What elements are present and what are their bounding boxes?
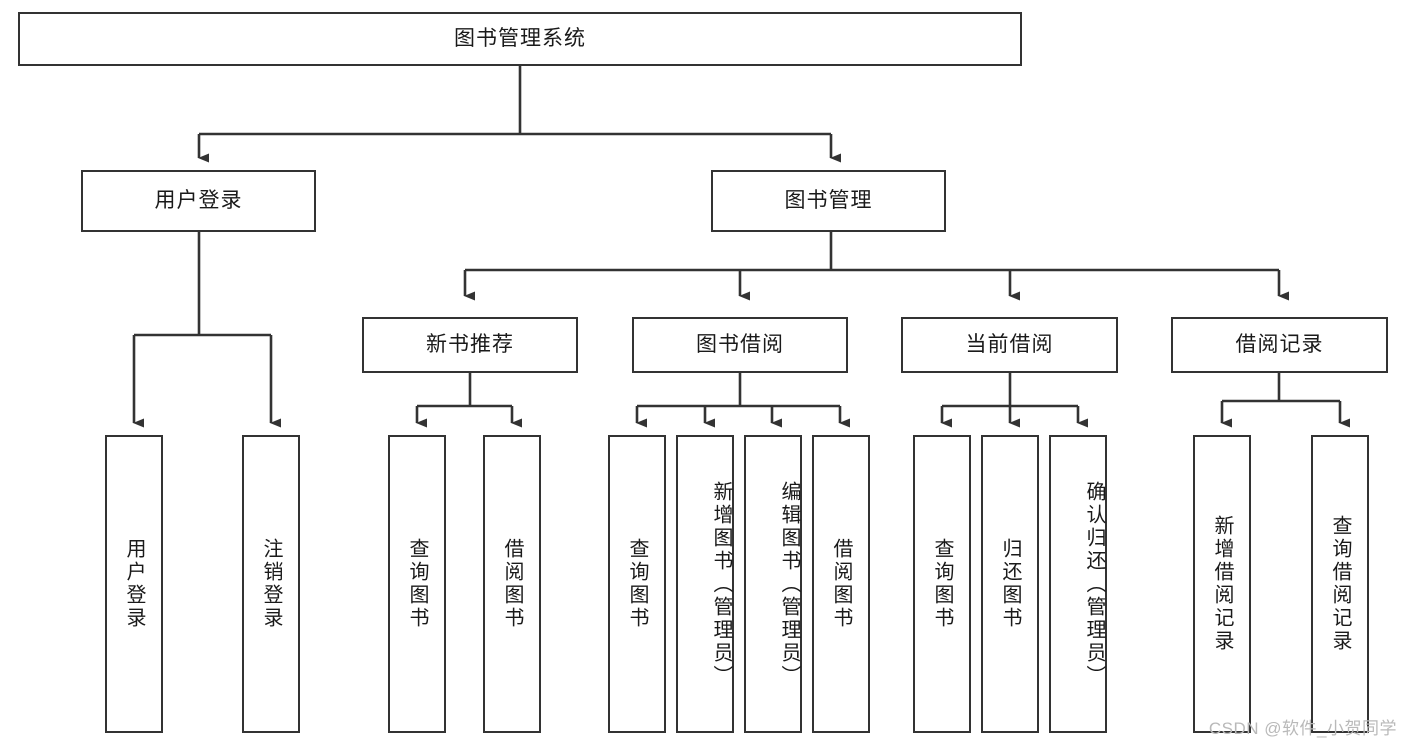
- node-label: 新增图书（管理员）: [710, 480, 732, 688]
- node-label: 查询图书: [406, 538, 428, 630]
- node-label: 借阅图书: [501, 538, 523, 630]
- node-label: 借阅记录: [1235, 333, 1324, 357]
- leaf-current-borrow-return-book[interactable]: 归还图书: [981, 435, 1039, 733]
- leaf-book-borrow-query-book[interactable]: 查询图书: [608, 435, 666, 733]
- leaf-new-book-borrow-book[interactable]: 借阅图书: [483, 435, 541, 733]
- node-label: 新增借阅记录: [1211, 515, 1233, 653]
- leaf-current-borrow-query-book[interactable]: 查询图书: [913, 435, 971, 733]
- node-label: 注销登录: [260, 538, 282, 630]
- node-label: 确认归还（管理员）: [1083, 480, 1105, 688]
- node-label: 用户登录: [123, 538, 145, 630]
- leaf-user-login-login[interactable]: 用户登录: [105, 435, 163, 733]
- node-label: 归还图书: [999, 538, 1021, 630]
- node-new-book-recommend[interactable]: 新书推荐: [362, 317, 578, 373]
- node-book-management[interactable]: 图书管理: [711, 170, 946, 232]
- leaf-book-borrow-borrow-book[interactable]: 借阅图书: [812, 435, 870, 733]
- node-current-borrow[interactable]: 当前借阅: [901, 317, 1118, 373]
- node-label: 查询借阅记录: [1329, 515, 1351, 653]
- node-label: 用户登录: [154, 189, 243, 213]
- node-label: 查询图书: [626, 538, 648, 630]
- node-label: 借阅图书: [830, 538, 852, 630]
- node-label: 图书借阅: [696, 333, 784, 357]
- node-label: 新书推荐: [426, 333, 514, 357]
- node-book-borrow[interactable]: 图书借阅: [632, 317, 848, 373]
- csdn-watermark: CSDN @软件_小贺同学: [1208, 719, 1397, 738]
- leaf-borrow-record-add-record[interactable]: 新增借阅记录: [1193, 435, 1251, 733]
- leaf-borrow-record-query-record[interactable]: 查询借阅记录: [1311, 435, 1369, 733]
- leaf-book-borrow-edit-book-admin[interactable]: 编辑图书（管理员）: [744, 435, 802, 733]
- node-label: 查询图书: [931, 538, 953, 630]
- node-label: 编辑图书（管理员）: [778, 480, 800, 688]
- leaf-book-borrow-add-book-admin[interactable]: 新增图书（管理员）: [676, 435, 734, 733]
- node-root-book-management-system[interactable]: 图书管理系统: [18, 12, 1022, 66]
- node-label: 图书管理系统: [454, 27, 586, 51]
- node-borrow-record[interactable]: 借阅记录: [1171, 317, 1388, 373]
- node-label: 图书管理: [784, 189, 873, 213]
- leaf-current-borrow-confirm-return-admin[interactable]: 确认归还（管理员）: [1049, 435, 1107, 733]
- node-label: 当前借阅: [965, 333, 1054, 357]
- leaf-user-login-logout[interactable]: 注销登录: [242, 435, 300, 733]
- leaf-new-book-query-book[interactable]: 查询图书: [388, 435, 446, 733]
- node-user-login[interactable]: 用户登录: [81, 170, 316, 232]
